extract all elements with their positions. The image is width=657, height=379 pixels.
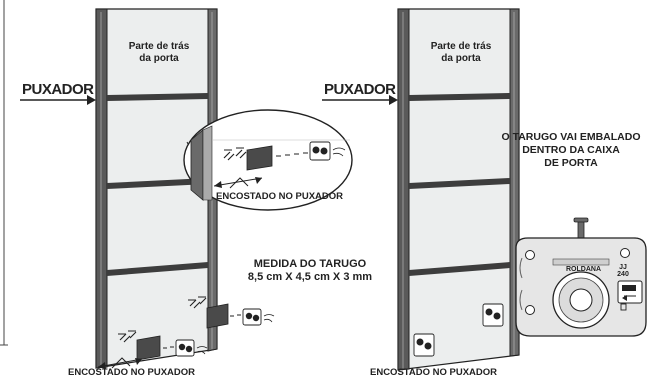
roller-model-label: JJ 240 (616, 264, 630, 278)
right-door-rail-3 (409, 262, 510, 276)
roller-model-line2: 240 (617, 271, 629, 278)
tarugo-measure-value: 8,5 cm X 4,5 cm X 3 mm (247, 271, 373, 283)
left-door-rail-3 (107, 262, 208, 276)
packed-note-line2: DENTRO DA CAIXA (522, 144, 620, 156)
left-door (95, 8, 218, 369)
left-door-title-line1: Parte de trás (128, 41, 190, 52)
left-handle-arrow (20, 95, 96, 105)
lock-icon (620, 303, 627, 311)
right-door (397, 8, 520, 371)
packed-note-line3: DE PORTA (544, 157, 598, 169)
left-door-title: Parte de trás da porta (114, 41, 204, 65)
right-door-title-line2: da porta (441, 53, 481, 64)
left-mid-tarugo (188, 296, 275, 329)
tarugo-measure-block: MEDIDA DO TARUGO 8,5 cm X 4,5 cm X 3 mm (246, 258, 374, 284)
left-bottom-tarugo (97, 330, 208, 369)
tarugo-measure-title: MEDIDA DO TARUGO (253, 258, 367, 270)
roller-model-line1: JJ (619, 264, 627, 271)
right-door-title: Parte de trás da porta (416, 41, 506, 65)
left-door-rail-2 (107, 178, 208, 189)
packed-note-line1: O TARUGO VAI EMBALADO (501, 131, 641, 143)
zoom-roller (309, 141, 331, 161)
right-door-rail-2 (409, 178, 510, 189)
right-bottom-contact-note: ENCOSTADO NO PUXADOR (370, 367, 498, 378)
left-bottom-contact-note: ENCOSTADO NO PUXADOR (68, 367, 196, 378)
packed-note: O TARUGO VAI EMBALADO DENTRO DA CAIXA DE… (491, 131, 651, 170)
zoom-detail (183, 109, 353, 211)
right-handle-label: PUXADOR (324, 81, 396, 98)
roller-brand-label: ROLDANA (566, 266, 601, 273)
left-door-title-line2: da porta (139, 53, 179, 64)
right-handle-arrow (322, 95, 398, 105)
left-door-rail-1 (107, 93, 208, 101)
zoom-contact-note: ENCOSTADO NO PUXADOR (216, 191, 344, 202)
zoom-tarugo-plate (246, 145, 273, 171)
right-door-title-line1: Parte de trás (430, 41, 492, 52)
right-door-rail-1 (409, 93, 510, 101)
adjust-slider (617, 280, 643, 304)
roller-box (515, 217, 647, 337)
left-handle-label: PUXADOR (22, 81, 94, 98)
